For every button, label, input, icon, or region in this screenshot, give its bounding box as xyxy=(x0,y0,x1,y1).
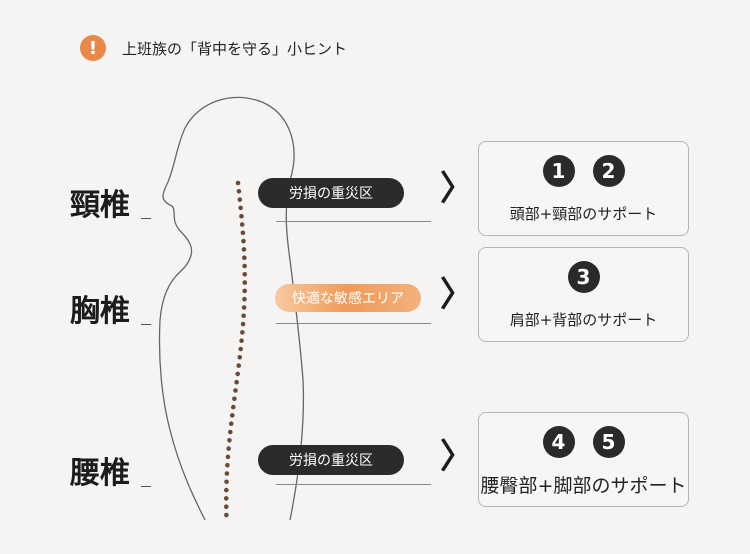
spine-dot xyxy=(237,197,243,202)
region-label: 胸椎 xyxy=(70,294,130,329)
support-label: 腰臀部+脚部のサポート xyxy=(480,475,687,497)
spine-dot xyxy=(240,321,246,327)
spine-dot xyxy=(239,213,244,219)
spine-dot xyxy=(226,446,231,451)
spine-dot xyxy=(229,413,235,418)
spine-dots xyxy=(223,180,248,518)
spine-dot xyxy=(239,338,244,344)
spine-dot xyxy=(242,272,248,277)
chevron-right-icon: 〉 xyxy=(440,437,474,477)
support-label: 肩部+背部のサポート xyxy=(509,311,658,329)
spine-dot xyxy=(241,238,246,244)
spine-dot xyxy=(242,288,247,294)
tip-header: ! 上班族の「背中を守る」小ヒント xyxy=(80,34,347,62)
spine-dot xyxy=(225,462,230,468)
support-label: 頭部+頸部のサポート xyxy=(509,205,658,223)
spine-dot xyxy=(242,280,248,285)
spine-dot xyxy=(237,355,243,360)
spine-dot xyxy=(238,346,244,352)
spine-dot xyxy=(238,205,243,211)
exclamation-icon: ! xyxy=(80,35,106,61)
body-outline xyxy=(158,96,305,521)
spine-dot xyxy=(233,388,238,393)
leader-line xyxy=(276,484,431,485)
spine-dot xyxy=(242,296,247,302)
tip-title: 上班族の「背中を守る」小ヒント xyxy=(122,39,348,58)
spine-dot xyxy=(239,222,245,227)
spine-dot xyxy=(228,421,234,427)
number-badge: 2 xyxy=(592,155,625,187)
region-pill: 快適な敏感エリア xyxy=(275,284,421,312)
number-badges: 3 xyxy=(479,261,688,293)
spine-dot xyxy=(235,371,240,377)
spine-dot xyxy=(224,487,229,493)
number-badge: 4 xyxy=(542,426,575,458)
number-badge: 5 xyxy=(592,426,625,458)
support-box: 3 肩部+背部のサポート xyxy=(478,247,689,342)
spine-dot xyxy=(234,379,239,385)
spine-dot xyxy=(224,471,230,476)
spine-dot xyxy=(240,230,246,236)
label-tick xyxy=(141,218,151,219)
number-badge: 1 xyxy=(542,155,575,187)
spine-dot xyxy=(235,180,241,186)
region-label: 頸椎 xyxy=(70,188,130,223)
spine-dot xyxy=(227,438,232,443)
spine-dot xyxy=(224,479,229,485)
label-tick xyxy=(141,486,151,487)
spine-dot xyxy=(223,504,229,510)
spine-dot xyxy=(224,512,229,518)
chevron-right-icon: 〉 xyxy=(440,275,474,315)
region-pill: 労損の重災区 xyxy=(258,445,404,475)
spine-dot xyxy=(236,189,242,194)
spine-dot xyxy=(227,429,233,435)
spine-dot xyxy=(236,363,242,368)
chevron-right-icon: 〉 xyxy=(440,169,474,209)
spine-dot xyxy=(225,454,231,460)
label-tick xyxy=(141,324,151,325)
leader-line xyxy=(276,323,431,324)
leader-line xyxy=(276,221,431,222)
spine-dot xyxy=(232,396,237,402)
spine-dot xyxy=(242,263,247,269)
number-badge: 3 xyxy=(567,261,600,293)
spine-dot xyxy=(240,330,245,335)
region-pill: 労損の重災区 xyxy=(258,178,404,208)
region-label: 腰椎 xyxy=(70,456,130,491)
spine-dot xyxy=(241,247,247,252)
spine-dot xyxy=(241,305,247,310)
spine-dot xyxy=(223,496,229,501)
spine-dot xyxy=(231,404,236,410)
spine-dot xyxy=(241,313,246,319)
spine-dot xyxy=(242,255,247,260)
